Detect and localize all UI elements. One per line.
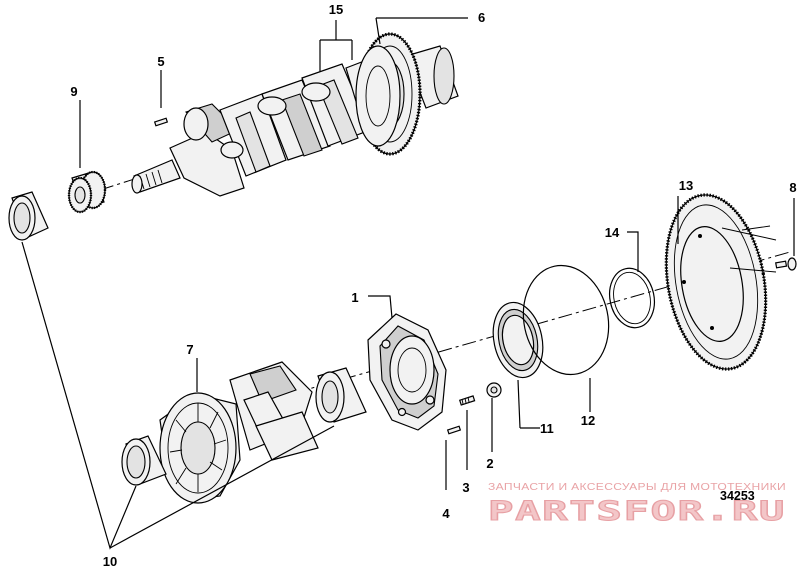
oring-12 xyxy=(522,264,610,376)
pin-4 xyxy=(446,425,462,435)
leader-lines xyxy=(21,17,795,550)
ring-14 xyxy=(608,267,656,329)
housing-1 xyxy=(367,313,447,431)
reference-number: 34253 xyxy=(720,489,755,503)
key-5 xyxy=(153,117,169,127)
gear-9 xyxy=(67,170,107,214)
callout-12: 12 xyxy=(581,413,595,428)
callout-5: 5 xyxy=(157,54,164,69)
bearing-10-lower-right xyxy=(315,367,367,423)
callout-15: 15 xyxy=(329,2,343,17)
callout-2: 2 xyxy=(486,456,493,471)
callout-8: 8 xyxy=(789,180,796,195)
nut-2 xyxy=(486,382,502,398)
watermark-brand: PARTSFOR.RU xyxy=(488,496,786,527)
callout-4: 4 xyxy=(442,506,450,521)
callout-labels: 15 6 5 9 13 8 14 1 7 11 12 2 3 4 10 xyxy=(70,2,796,569)
watermark-caption: ЗАПЧАСТИ И АКСЕССУАРЫ ДЛЯ МОТОТЕХНИКИ xyxy=(488,481,786,493)
callout-7: 7 xyxy=(186,342,193,357)
callout-10: 10 xyxy=(103,554,117,569)
stud-3 xyxy=(458,395,476,406)
callout-11: 11 xyxy=(540,421,554,436)
callout-6: 6 xyxy=(478,10,485,25)
ring-gear-13 xyxy=(664,193,777,371)
crankshaft-lower xyxy=(159,361,319,504)
crankshaft-upper xyxy=(131,32,459,197)
callout-3: 3 xyxy=(462,480,469,495)
callout-13: 13 xyxy=(679,178,693,193)
bolt-8 xyxy=(775,257,797,271)
bearing-10-lower-left xyxy=(121,435,167,486)
callout-9: 9 xyxy=(70,84,77,99)
bearing-10-upper xyxy=(8,191,49,241)
watermark: ЗАПЧАСТИ И АКСЕССУАРЫ ДЛЯ МОТОТЕХНИКИ PA… xyxy=(488,481,786,528)
callout-14: 14 xyxy=(605,225,620,240)
callout-1: 1 xyxy=(351,290,358,305)
seal-11 xyxy=(492,301,544,379)
